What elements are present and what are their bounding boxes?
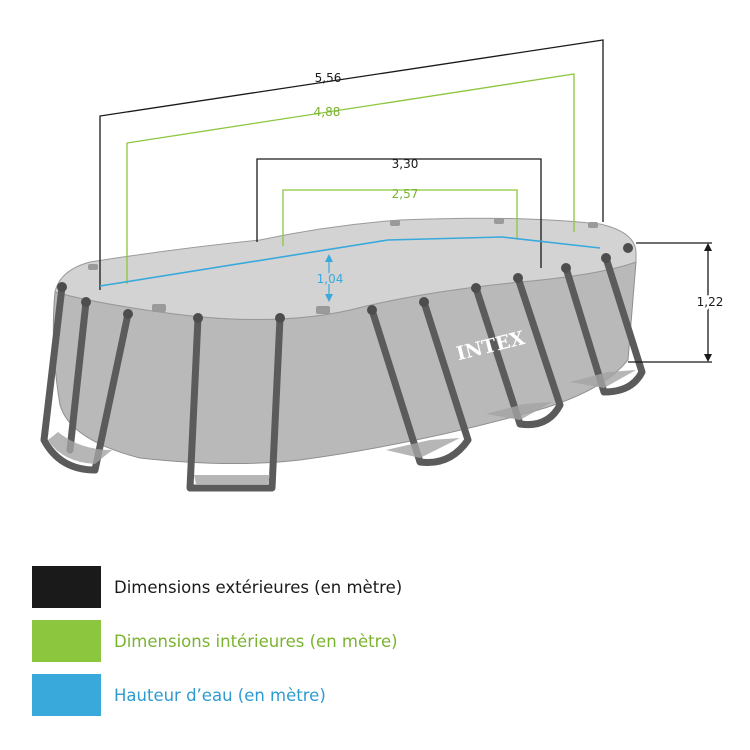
legend-item-water: Hauteur d’eau (en mètre) [32,674,732,716]
interior-width-label: 2,57 [392,187,419,201]
leg-feet [48,370,636,484]
legend: Dimensions extérieures (en mètre) Dimens… [32,566,732,728]
pool-top [54,217,637,320]
exterior-height-label: 1,22 [697,295,724,309]
pool-diagram: INTEX 5,56 4,88 3,30 2,57 1,04 1,22 [40,39,724,492]
pool-legs [40,254,646,492]
legend-label-water: Hauteur d’eau (en mètre) [114,685,326,705]
exterior-length-label: 5,56 [315,71,342,85]
legend-swatch-interior [32,620,101,662]
leg-caps [57,243,633,323]
water-line [99,236,601,287]
water-height-dimension [325,254,333,302]
exterior-width-dimension [256,158,542,268]
legend-label-exterior: Dimensions extérieures (en mètre) [114,577,403,597]
legend-swatch-exterior [32,566,101,608]
exterior-height-dimension [628,242,712,363]
legend-item-interior: Dimensions intérieures (en mètre) [32,620,732,662]
exterior-width-label: 3,30 [392,157,419,171]
legend-swatch-water [32,674,101,716]
water-height-label: 1,04 [317,272,344,286]
legend-label-interior: Dimensions intérieures (en mètre) [114,631,398,651]
exterior-length-dimension [99,39,604,290]
legend-item-exterior: Dimensions extérieures (en mètre) [32,566,732,608]
interior-length-dimension [126,73,575,284]
interior-length-label: 4,88 [314,105,341,119]
interior-width-dimension [282,189,518,246]
top-brackets [88,218,598,314]
